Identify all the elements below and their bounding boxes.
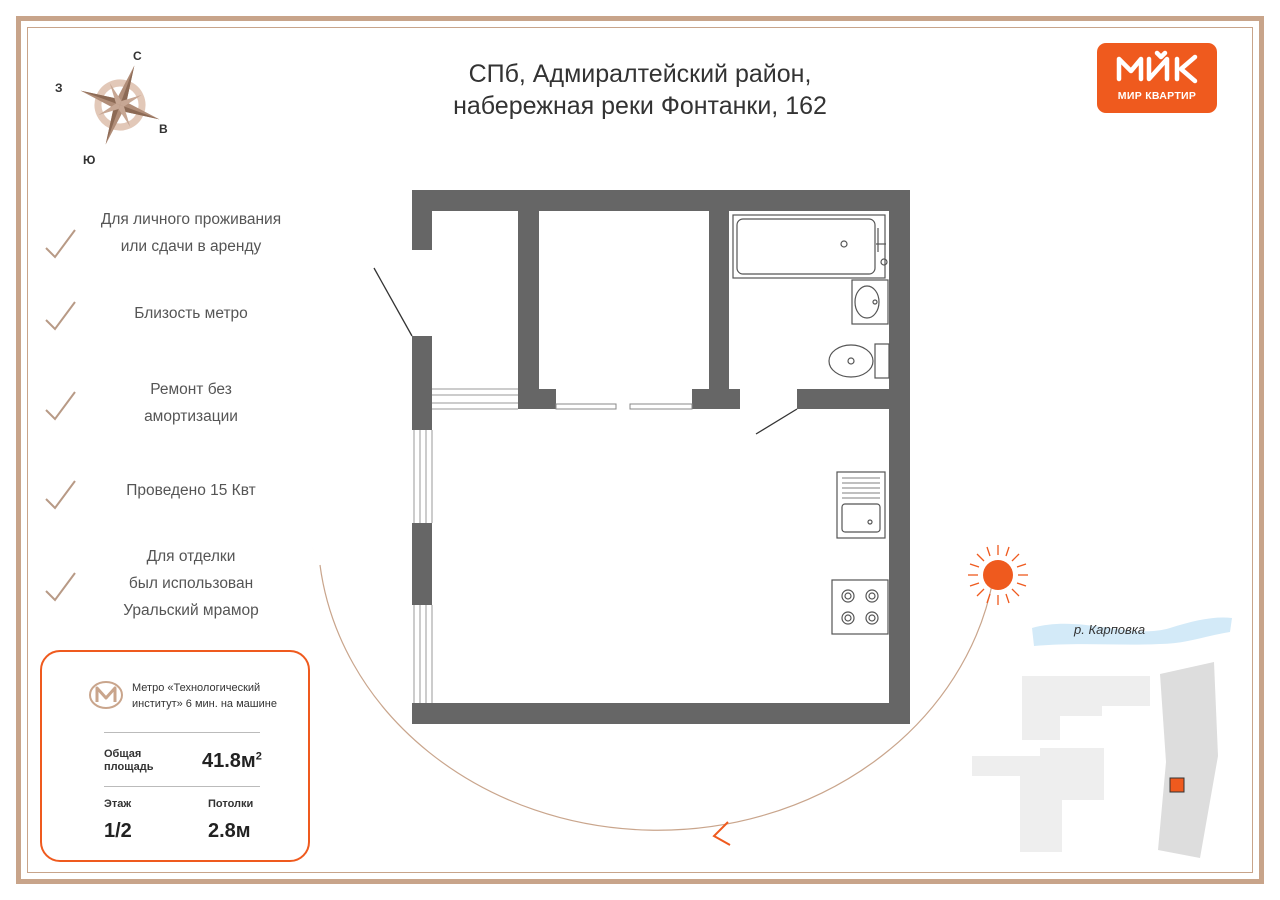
feature-line: Близость метро [134,305,248,322]
feature-line: Для отделки [146,548,236,565]
feature-item: Близость метро [40,300,340,340]
address-line-2: набережная реки Фонтанки, 162 [453,92,827,120]
area-unit-superscript: 2 [255,750,262,763]
checkmark-icon [45,229,76,259]
checkmark-icon [45,480,76,510]
metro-logo-icon [89,681,123,709]
metro-line-1: Метро «Технологический [132,682,261,694]
divider [104,786,260,787]
floor-label: Этаж [104,798,132,810]
area-value-number: 41.8м [202,750,256,772]
area-label: Общая площадь [104,748,153,774]
checkmark-icon [45,572,76,602]
floor-value: 1/2 [104,820,132,842]
feature-item: Ремонт без амортизации [40,376,340,436]
info-card: Метро «Технологический институт» 6 мин. … [40,650,310,862]
divider [104,732,260,733]
area-value: 41.8м2 [202,750,262,773]
ceiling-label: Потолки [208,798,254,810]
ceiling-value: 2.8м [208,820,251,842]
river-label: р. Карповка [1074,622,1146,637]
outer-frame [16,16,1264,884]
inner-frame [27,27,1253,873]
compass-rose-icon: С З В Ю [55,49,168,167]
compass-east: В [159,122,168,136]
compass-south: Ю [83,153,95,167]
feature-line: Ремонт без [150,381,232,398]
address-line-1: СПб, Адмиралтейский район, [468,60,812,88]
address-title: СПб, Адмиралтейский район, набережная ре… [380,58,900,122]
brand-logo[interactable]: МИР КВАРТИР [1097,43,1217,113]
area-label-line-2: площадь [104,761,154,773]
feature-line: Уральский мрамор [123,602,259,619]
logo-text: МИР КВАРТИР [1117,90,1197,102]
compass-west: З [55,81,63,95]
metro-line-2: институт» 6 мин. на машине [132,698,277,710]
feature-line: был использован [128,575,254,592]
feature-line: или сдачи в аренду [120,238,262,255]
feature-line: амортизации [144,408,238,425]
checkmark-icon [45,301,76,331]
feature-item: Проведено 15 Квт [40,477,340,517]
checkmark-icon [45,391,76,421]
metro-info: Метро «Технологический институт» 6 мин. … [132,680,277,712]
compass-north: С [133,49,142,63]
area-label-line-1: Общая [104,748,142,760]
feature-item: Для отделки был использован Уральский мр… [40,543,340,627]
logo-mark-icon [1116,50,1198,84]
feature-line: Проведено 15 Квт [126,482,256,499]
feature-item: Для личного проживания или сдачи в аренд… [40,206,340,266]
feature-line: Для личного проживания [100,211,282,228]
